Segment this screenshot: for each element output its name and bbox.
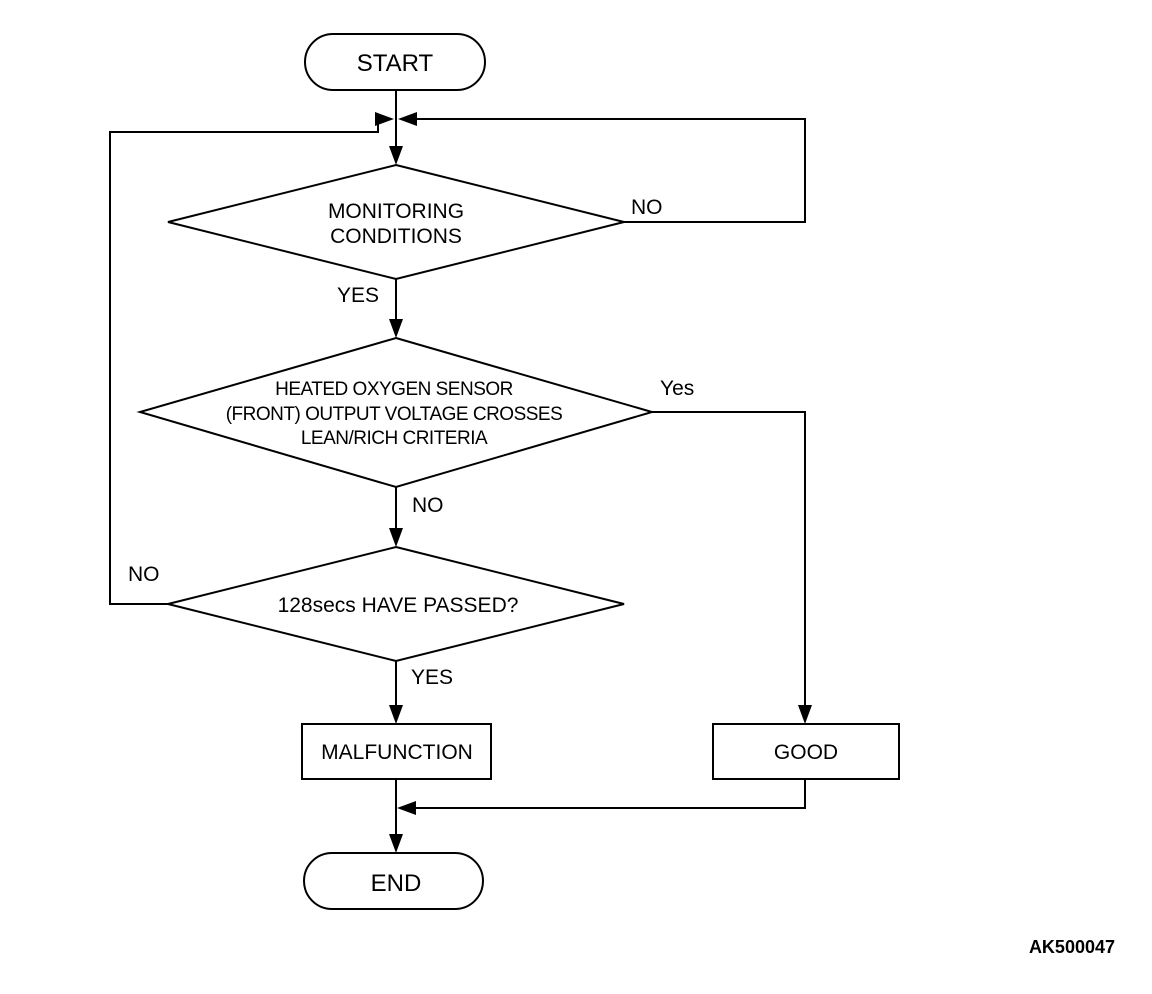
edge-label-timer-yes: YES	[411, 666, 453, 689]
edge-label-sensor-yes: Yes	[660, 377, 694, 400]
arrow-into-end	[389, 834, 403, 853]
malfunction-label: MALFUNCTION	[321, 741, 473, 764]
arrow-into-timer	[389, 528, 403, 547]
sensor-label-line3: LEAN/RICH CRITERIA	[301, 428, 488, 449]
arrow-monitoring-no-merge	[398, 112, 417, 126]
connector-monitoring-no-loop	[414, 118, 806, 223]
edge-label-monitoring-no: NO	[631, 196, 663, 219]
good-box	[712, 723, 900, 780]
good-label: GOOD	[774, 741, 838, 764]
sensor-label-line1: HEATED OXYGEN SENSOR	[275, 379, 513, 400]
arrow-into-good	[798, 705, 812, 724]
connector-timer-no-loop	[109, 119, 379, 605]
figure-code: AK500047	[1029, 937, 1115, 957]
timer-label: 128secs HAVE PASSED?	[278, 594, 519, 617]
end-terminal	[303, 852, 484, 910]
monitoring-label-line1: MONITORING	[328, 200, 464, 223]
edge-label-timer-no: NO	[128, 563, 160, 586]
connector-good-to-end	[412, 779, 806, 809]
monitoring-label-line2: CONDITIONS	[330, 225, 462, 248]
connector-sensor-to-good	[652, 411, 806, 709]
edge-label-sensor-no: NO	[412, 494, 444, 517]
arrow-into-sensor	[389, 319, 403, 338]
malfunction-box	[301, 723, 492, 780]
arrow-good-merge	[397, 801, 416, 815]
edge-label-monitoring-yes: YES	[337, 284, 379, 307]
sensor-label-line2: (FRONT) OUTPUT VOLTAGE CROSSES	[226, 404, 563, 425]
start-label: START	[357, 50, 434, 77]
arrow-into-malfunction	[389, 705, 403, 724]
arrow-timer-no-merge	[375, 112, 394, 126]
arrow-into-monitoring	[389, 146, 403, 165]
end-label: END	[371, 870, 422, 897]
